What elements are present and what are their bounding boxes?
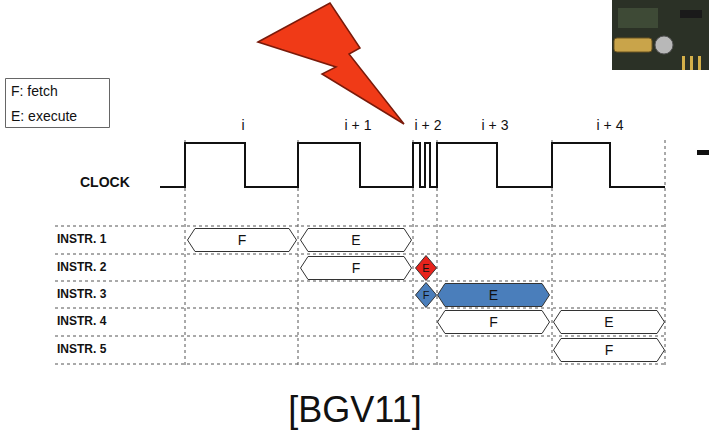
shape-border [416, 283, 437, 308]
stage-letter: E [422, 263, 429, 274]
shape-border [6, 79, 110, 128]
row-label: INSTR. 2 [57, 261, 106, 274]
row-divider [55, 308, 665, 309]
row-divider [55, 364, 665, 365]
board-sensor [655, 36, 673, 54]
row-label: INSTR. 5 [57, 343, 106, 356]
board-connector [614, 38, 652, 52]
row-divider [55, 254, 665, 255]
stage-hexagon: E [553, 310, 665, 334]
stage-hexagon: F [300, 256, 412, 280]
signal-name: CLOCK [80, 175, 130, 190]
board-part [680, 10, 702, 18]
row-label: INSTR. 4 [57, 315, 106, 328]
stage-hexagon: F [187, 228, 297, 252]
legend-text: F: fetch [11, 84, 58, 98]
stage-letter: F [238, 233, 247, 247]
cycle-label: i + 2 [415, 118, 442, 133]
shape-border [438, 284, 550, 307]
shape-border [301, 229, 412, 252]
row-label: INSTR. 1 [57, 233, 106, 246]
shape-border [554, 311, 665, 334]
board-pin [682, 56, 685, 70]
cycle-label: i + 3 [482, 118, 509, 133]
glitch-diamond: E [415, 255, 437, 281]
grid-lines [55, 140, 665, 366]
board-photo [612, 0, 709, 70]
stage-letter: E [604, 315, 613, 329]
board-chip [618, 8, 658, 28]
cycle-divider [665, 140, 666, 366]
glitch-diamond: F [415, 282, 437, 308]
stage-letter: F [489, 315, 498, 329]
shape-border [416, 256, 437, 281]
stage-hexagon: F [553, 338, 665, 362]
row-divider [55, 336, 665, 337]
row-divider [55, 226, 665, 227]
probe-tip [697, 150, 709, 155]
stage-letter: F [423, 290, 430, 301]
stage-letter: F [352, 261, 361, 275]
legend-box: F: fetch E: execute [5, 78, 110, 128]
stage-hexagon: F [437, 310, 550, 334]
stage-letter: E [351, 233, 360, 247]
stage-hexagon: E [437, 283, 550, 307]
shape-border [301, 257, 412, 280]
stage-letter: E [489, 288, 498, 302]
board-pin [698, 56, 701, 70]
legend-text: E: execute [11, 109, 77, 123]
fault-lightning-bolt [258, 3, 404, 124]
cycle-label: i + 1 [345, 118, 372, 133]
board-pin [690, 56, 693, 70]
shape-border [438, 311, 550, 334]
cycle-label: i + 4 [597, 118, 624, 133]
stage-letter: F [605, 343, 614, 357]
shape-border [188, 229, 297, 252]
shape-border [554, 339, 665, 362]
cycle-label: i [241, 118, 244, 133]
clock-waveform [160, 143, 665, 187]
board-body [612, 0, 709, 70]
row-divider [55, 281, 665, 282]
row-label: INSTR. 3 [57, 288, 106, 301]
citation-caption: [BGV11] [288, 390, 421, 430]
stage-hexagon: E [300, 228, 412, 252]
